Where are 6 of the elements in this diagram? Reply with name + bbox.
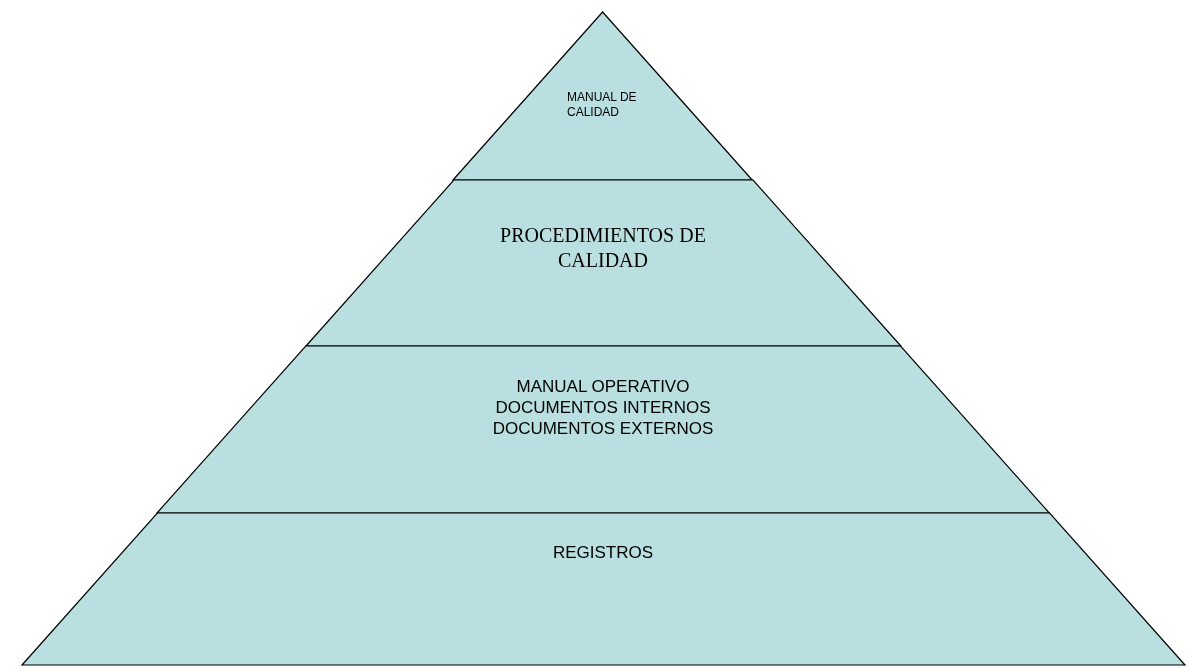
tier-label: PROCEDIMIENTOS DE CALIDAD [499,223,707,273]
tier-label: REGISTROS [551,542,655,564]
tier-label: DOCUMENTOS EXTERNOS [491,418,715,440]
tier-label: DOCUMENTOS INTERNOS [494,397,712,419]
tier-label: MANUAL DE CALIDAD [567,90,638,120]
tier-label: MANUAL OPERATIVO [515,376,691,398]
